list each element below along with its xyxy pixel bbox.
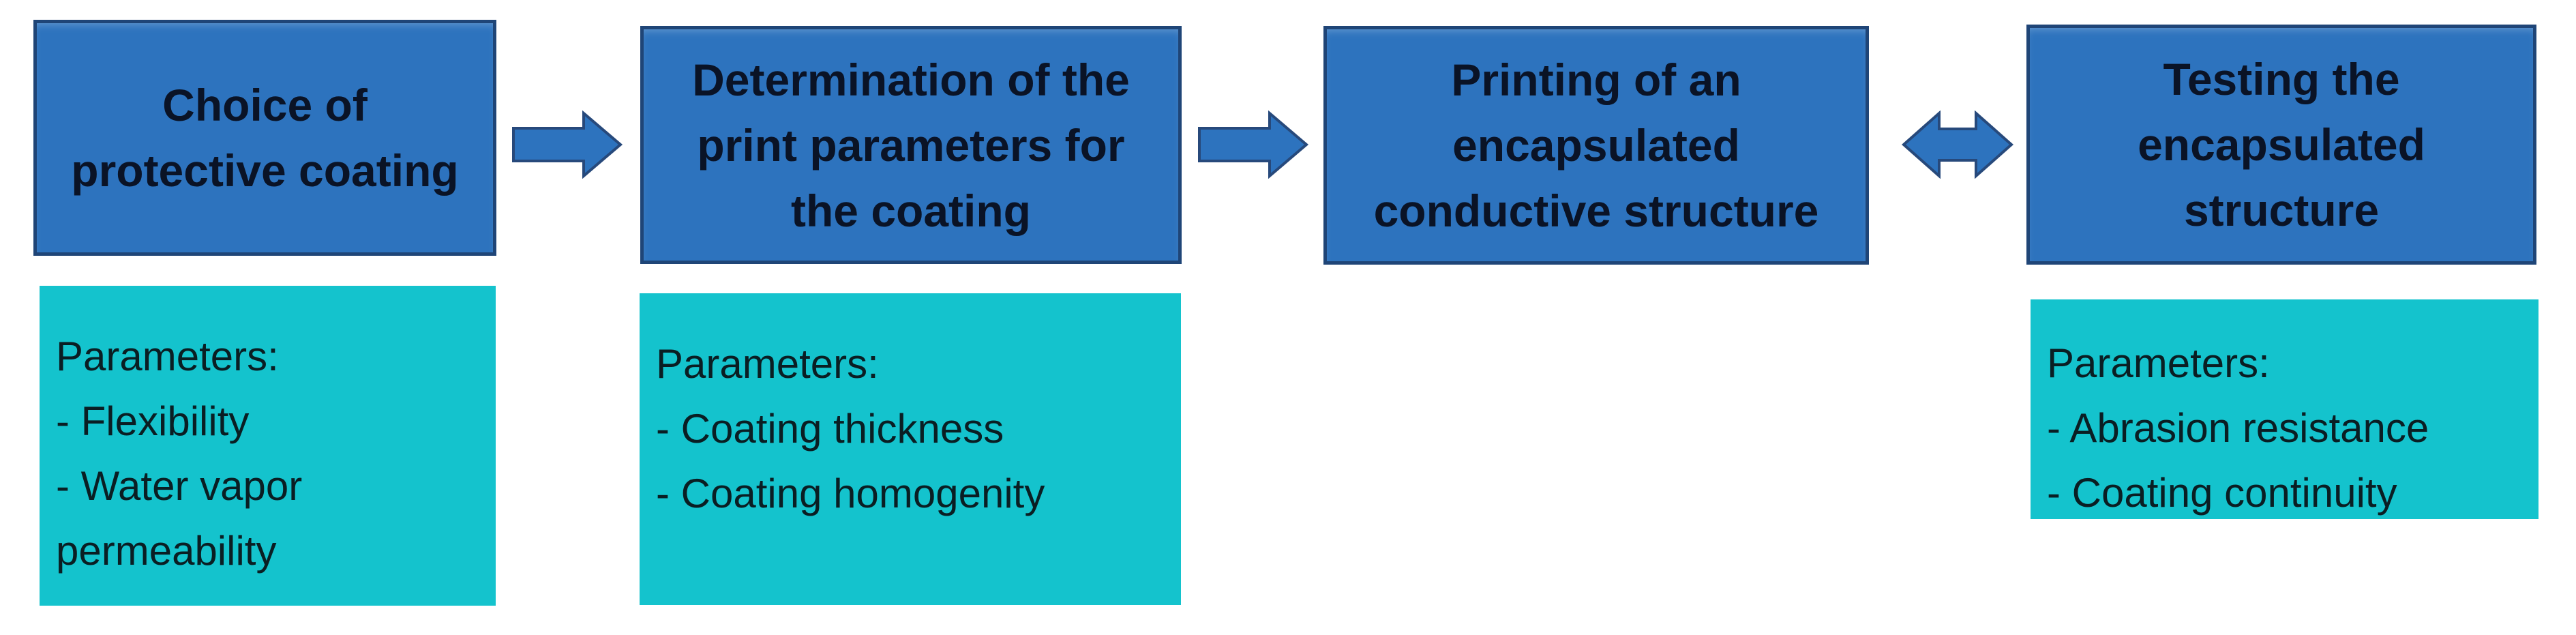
step-title-line: encapsulated <box>2138 119 2425 170</box>
step-title-line: protective coating <box>71 145 459 196</box>
arrow-right-icon <box>1198 110 1309 179</box>
step-title-line: the coating <box>790 185 1031 236</box>
step-title-line: structure <box>2183 185 2380 235</box>
step-title-line: conductive structure <box>1373 186 1819 236</box>
arrow-left-right-icon <box>1901 110 2014 179</box>
parameter-item: - Abrasion resistance <box>2047 405 2429 451</box>
arrow-right-icon <box>512 110 623 179</box>
step-box-choice-of-protective-coating: Choice of protective coating <box>33 20 496 256</box>
parameters-box-step-4: Parameters: - Abrasion resistance - Coat… <box>2031 299 2538 519</box>
parameters-label: Parameters: <box>2047 340 2270 386</box>
parameters-label: Parameters: <box>656 341 879 387</box>
step-title-line: print parameters for <box>697 119 1125 171</box>
parameter-item: - Flexibility <box>56 398 250 444</box>
parameter-item: - Coating thickness <box>656 406 1004 452</box>
step-title-line: Printing of an <box>1451 55 1741 105</box>
step-title-line: Determination of the <box>692 54 1130 105</box>
step-box-determination-of-print-parameters: Determination of the print parameters fo… <box>640 26 1182 264</box>
step-box-testing-encapsulated-structure: Testing the encapsulated structure <box>2026 25 2536 265</box>
parameter-item: - Coating continuity <box>2047 470 2397 516</box>
parameter-item: - Water vapor permeability <box>56 463 303 574</box>
step-title-line: Choice of <box>162 80 368 130</box>
parameters-label: Parameters: <box>56 334 279 379</box>
step-title-line: Testing the <box>2163 54 2400 104</box>
parameters-box-step-1: Parameters: - Flexibility - Water vapor … <box>40 286 496 606</box>
parameter-item: - Coating homogenity <box>656 471 1045 516</box>
step-box-printing-encapsulated-structure: Printing of an encapsulated conductive s… <box>1323 26 1869 265</box>
parameters-box-step-2: Parameters: - Coating thickness - Coatin… <box>640 293 1181 605</box>
step-title-line: encapsulated <box>1452 120 1740 171</box>
